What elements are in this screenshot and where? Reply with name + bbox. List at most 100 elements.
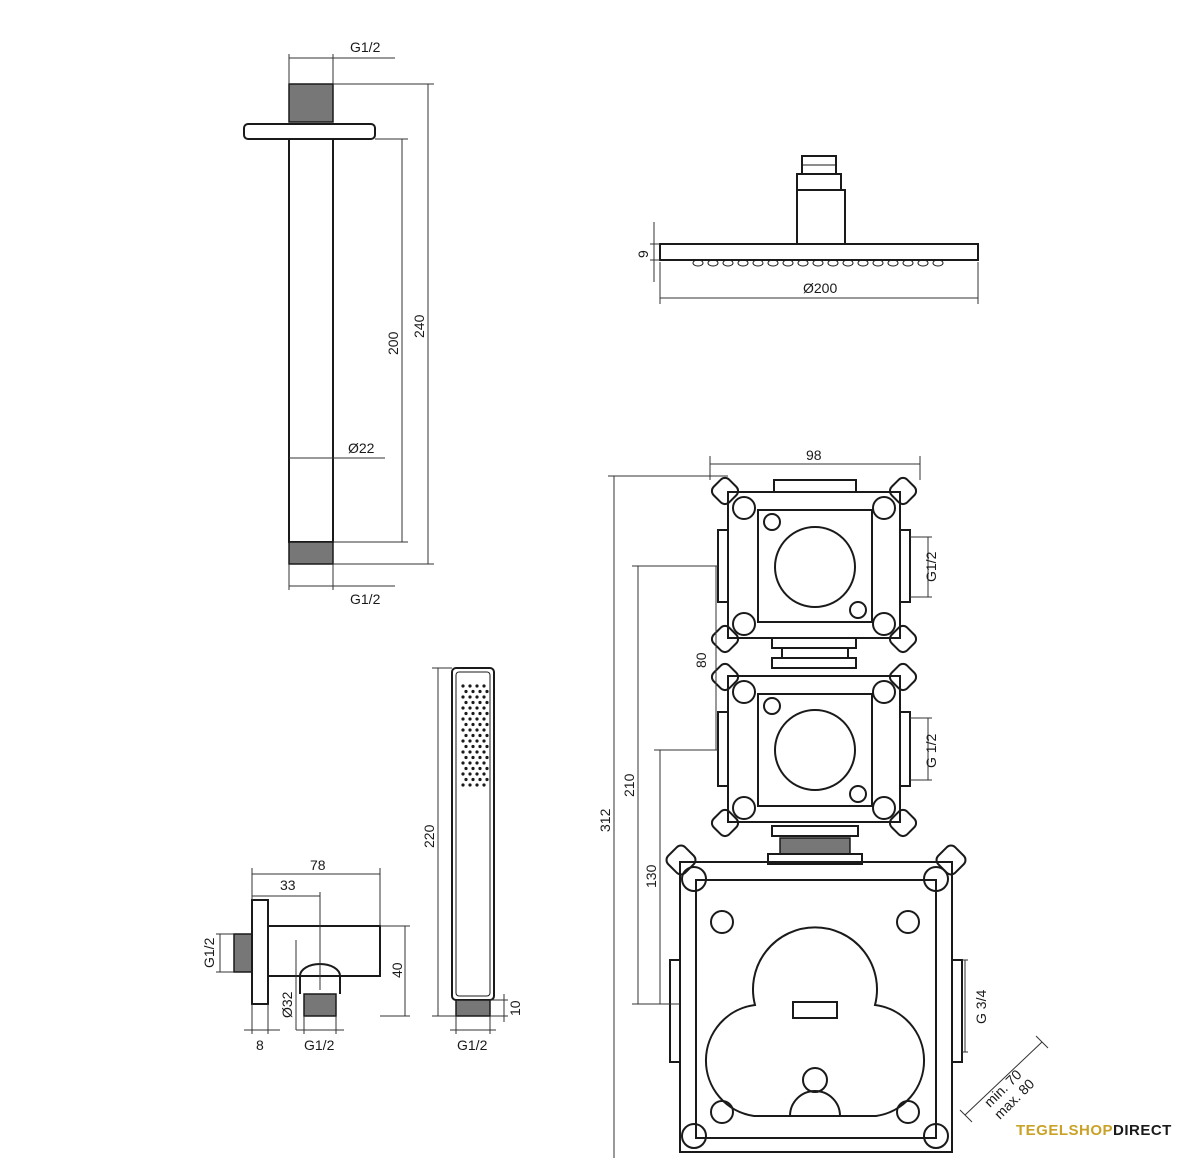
head-nozzle [812, 259, 824, 267]
elbow-outlet-thread [303, 993, 337, 1017]
hand-nozzle [475, 706, 479, 710]
elbow-flange [251, 899, 269, 1005]
hand-shower-body [451, 667, 495, 1001]
hand-nozzle [468, 761, 472, 765]
hand-nozzle [464, 722, 468, 727]
elbow-thread-left-label: G1/2 [201, 937, 217, 968]
head-nozzle [707, 259, 719, 267]
hand-nozzle [482, 684, 486, 688]
box-base [665, 844, 967, 1153]
module-1-valve-hole [774, 526, 856, 608]
hand-nozzle [461, 695, 465, 699]
head-nozzle [752, 259, 764, 267]
hand-nozzle [482, 717, 486, 721]
module-1-inner [757, 509, 873, 623]
rain-shower-head: 9 Ø200 [635, 155, 979, 304]
head-nozzle [842, 259, 854, 267]
base-outer [679, 861, 953, 1153]
wall-elbow: 78 33 40 G1/2 Ø32 8 G1/2 [201, 857, 410, 1053]
hand-nozzle [482, 761, 486, 765]
head-nozzle [767, 259, 779, 267]
hand-shower-thread [455, 999, 491, 1017]
hand-nozzle [485, 733, 489, 738]
hand-nozzle [482, 695, 486, 699]
hand-nozzle [475, 750, 479, 754]
hand-nozzle [468, 750, 472, 754]
brand-logo: TEGELSHOPDIRECT [1016, 1122, 1172, 1139]
hand-nozzle [468, 728, 472, 732]
hand-nozzle [485, 700, 489, 705]
arm-total-label: 240 [411, 314, 427, 338]
hand-nozzle [475, 772, 479, 776]
hand-nozzle [471, 700, 475, 705]
arm-bottom-thread [288, 541, 334, 565]
hand-nozzle [485, 722, 489, 727]
elbow-flange-label: 8 [256, 1037, 264, 1053]
head-height-label: 9 [635, 250, 651, 258]
arm-diameter-label: Ø22 [348, 440, 375, 456]
hand-nozzle [461, 706, 465, 710]
valve-module-2 [710, 662, 918, 838]
hand-nozzle [471, 733, 475, 738]
hand-nozzle [468, 772, 472, 776]
hand-nozzle [461, 684, 465, 688]
hand-nozzle [478, 744, 482, 749]
hand-nozzle [471, 777, 475, 782]
arm-bottom-thread-label: G1/2 [350, 591, 381, 607]
hand-nozzle [475, 717, 479, 721]
hand-shower-nozzles [461, 684, 489, 787]
hand-nozzle [461, 783, 465, 787]
hand-nozzle [468, 717, 472, 721]
brand-part-1: TEGELSHOP [1016, 1122, 1114, 1139]
head-nozzle [692, 259, 704, 267]
hand-nozzle [468, 783, 472, 787]
head-nozzle [857, 259, 869, 267]
elbow-wall-thread [233, 933, 253, 973]
hand-nozzle [478, 700, 482, 705]
hand-nozzle [464, 689, 468, 694]
brand-part-2: DIRECT [1113, 1122, 1172, 1139]
hand-nozzle [464, 777, 468, 782]
hand-nozzle [478, 777, 482, 782]
head-nozzle [737, 259, 749, 267]
valve-module-1 [710, 476, 918, 654]
arm-top-thread [288, 83, 334, 123]
hand-nozzle [478, 766, 482, 771]
box-outlet-2-label: G 1/2 [923, 734, 939, 768]
hand-nozzle [482, 728, 486, 732]
box-h1-label: 210 [621, 773, 637, 797]
hand-nozzle [471, 711, 475, 716]
hand-nozzle [478, 755, 482, 760]
hand-nozzle [461, 739, 465, 743]
hand-shower: 220 10 G1/2 [421, 667, 523, 1053]
hand-nozzle [461, 728, 465, 732]
arm-length-label: 200 [385, 331, 401, 355]
hand-nozzle [475, 684, 479, 688]
hand-nozzle [471, 689, 475, 694]
hand-nozzle [464, 766, 468, 771]
hand-nozzle [471, 766, 475, 771]
hand-length-label: 220 [421, 824, 437, 848]
hand-nozzle [485, 711, 489, 716]
head-nozzle [827, 259, 839, 267]
hand-nozzle [468, 739, 472, 743]
head-nozzle [902, 259, 914, 267]
box-width-label: 98 [806, 447, 822, 463]
hand-nozzle [482, 750, 486, 754]
arm-tube [288, 138, 334, 543]
hand-nozzle [468, 684, 472, 688]
hand-nozzle [482, 783, 486, 787]
hand-nozzle [478, 733, 482, 738]
box-inlet-label: G 3/4 [973, 990, 989, 1024]
hand-nozzle [471, 744, 475, 749]
head-nozzle [917, 259, 929, 267]
hand-nozzle [485, 689, 489, 694]
head-nozzle [797, 259, 809, 267]
hand-nozzle [485, 777, 489, 782]
head-plate [659, 243, 979, 261]
hand-nozzle [468, 706, 472, 710]
hand-nozzle [475, 783, 479, 787]
box-spacing-label: 80 [693, 652, 709, 668]
hand-nozzle [464, 755, 468, 760]
